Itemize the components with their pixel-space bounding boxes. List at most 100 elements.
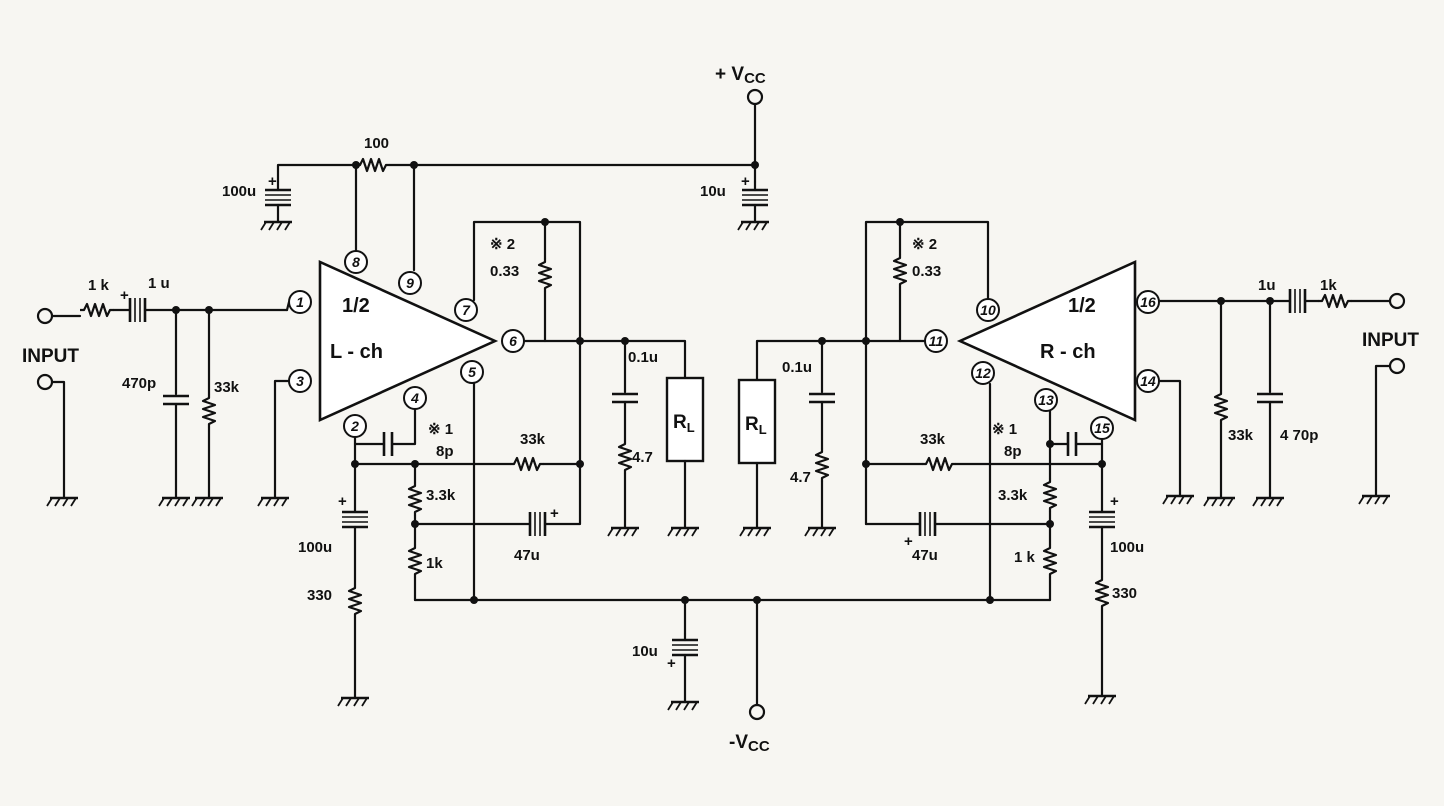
svg-text:2: 2: [350, 418, 359, 434]
svg-text:+: +: [338, 493, 347, 510]
svg-text:3: 3: [296, 373, 304, 389]
amp-right-channel: R - ch: [1040, 341, 1096, 363]
input-left-ground-terminal: [36, 373, 54, 391]
c47u-right-label: 47u: [912, 547, 938, 564]
c10u-bot-label: 10u: [632, 643, 658, 660]
r3k3-left-label: 3.3k: [426, 487, 456, 504]
svg-text:4: 4: [410, 390, 419, 406]
vcc-neg-label: -VCC: [729, 732, 770, 755]
svg-text:+: +: [550, 505, 559, 522]
svg-text:12: 12: [975, 365, 991, 381]
pin-10: 10: [976, 298, 1000, 322]
c100u-right-label: 100u: [1110, 539, 1144, 556]
pin-11: 11: [924, 329, 948, 353]
input-left-label: INPUT: [22, 346, 79, 367]
input-left-terminal: [36, 307, 54, 325]
svg-text:5: 5: [468, 364, 476, 380]
pin-1: 1: [288, 290, 312, 314]
r33k-fb-left-label: 33k: [520, 431, 546, 448]
c10u-top-label: 10u: [700, 183, 726, 200]
svg-text:+: +: [667, 655, 676, 672]
c8p-left-label: 8p: [436, 443, 454, 460]
r47-left-label: 4.7: [632, 449, 653, 466]
svg-text:+: +: [741, 173, 750, 190]
c47u-left-label: 47u: [514, 547, 540, 564]
svg-text:7: 7: [462, 302, 471, 318]
r033-left-label: 0.33: [490, 263, 519, 280]
note2-left: ※ 2: [490, 236, 515, 253]
c1u-in-right-label: 1u: [1258, 277, 1276, 294]
vcc-pos-label: + VCC: [715, 64, 766, 87]
amp-left-triangle: [318, 259, 499, 423]
c8p-right-label: 8p: [1004, 443, 1022, 460]
pin-7: 7: [454, 298, 478, 322]
pin-13: 13: [1034, 388, 1058, 412]
input-right-label: INPUT: [1362, 330, 1419, 351]
svg-text:11: 11: [929, 333, 944, 349]
r47-right-label: 4.7: [790, 469, 811, 486]
amp-right-fraction: 1/2: [1068, 295, 1096, 317]
pin-12: 12: [971, 361, 995, 385]
pin-15: 15: [1090, 416, 1114, 440]
vcc-pos-terminal: [746, 88, 764, 106]
pin-2: 2: [343, 414, 367, 438]
r33k-in-left-label: 33k: [214, 379, 240, 396]
note2-right: ※ 2: [912, 236, 937, 253]
c01u-left-label: 0.1u: [628, 349, 658, 366]
svg-text:9: 9: [406, 275, 414, 291]
c01u-right-label: 0.1u: [782, 359, 812, 376]
r1k-left-label: 1k: [426, 555, 443, 572]
amp-right-triangle: [956, 259, 1137, 423]
pin-3: 3: [288, 369, 312, 393]
r3k3-right-label: 3.3k: [998, 487, 1028, 504]
svg-text:+: +: [1110, 493, 1119, 510]
r100-label: 100: [364, 135, 389, 152]
note1-left: ※ 1: [428, 421, 453, 438]
amp-left-channel: L - ch: [330, 341, 383, 363]
pin-8: 8: [344, 250, 368, 274]
pin-5: 5: [460, 360, 484, 384]
note1-right: ※ 1: [992, 421, 1017, 438]
svg-text:1: 1: [296, 294, 304, 310]
svg-text:13: 13: [1038, 392, 1054, 408]
r1k-in-right-label: 1k: [1320, 277, 1337, 294]
svg-text:+: +: [268, 173, 277, 190]
right-channel: 1/2 R - ch 10 11 16 14 12 13 15 INPUT 1k…: [737, 218, 1419, 706]
svg-text:10: 10: [980, 302, 996, 318]
left-channel: 1/2 L - ch 8 9 7 6 1 3 5 4 2 INPUT 1 k 1…: [22, 218, 705, 708]
svg-text:14: 14: [1140, 373, 1156, 389]
load-right: [737, 378, 777, 465]
pin-4: 4: [403, 386, 427, 410]
r1k-in-left-label: 1 k: [88, 277, 110, 294]
positive-supply: + VCC 100u 100 10u + +: [222, 64, 771, 272]
load-left: [665, 376, 705, 463]
r330-left-label: 330: [307, 587, 332, 604]
r033-right-label: 0.33: [912, 263, 941, 280]
svg-text:+: +: [120, 287, 129, 304]
r33k-fb-right-label: 33k: [920, 431, 946, 448]
r33k-in-right-label: 33k: [1228, 427, 1254, 444]
svg-text:8: 8: [352, 254, 360, 270]
amp-left-fraction: 1/2: [342, 295, 370, 317]
load-right-label: RL: [745, 414, 767, 437]
svg-text:+: +: [904, 533, 913, 550]
vcc-neg-terminal: [748, 703, 766, 721]
c470p-left-label: 470p: [122, 375, 156, 392]
svg-text:15: 15: [1094, 420, 1110, 436]
svg-text:6: 6: [509, 333, 517, 349]
pin-14: 14: [1136, 369, 1160, 393]
negative-supply: 10u + -VCC: [413, 596, 1052, 755]
c1u-in-left-label: 1 u: [148, 275, 170, 292]
pin-9: 9: [398, 271, 422, 295]
input-right-terminal: [1388, 292, 1406, 310]
c100u-left-label: 100u: [298, 539, 332, 556]
svg-text:16: 16: [1140, 294, 1156, 310]
input-right-ground-terminal: [1388, 357, 1406, 375]
r330-right-label: 330: [1112, 585, 1137, 602]
pin-6: 6: [501, 329, 525, 353]
c470p-right-label: 4 70p: [1280, 427, 1318, 444]
load-left-label: RL: [673, 412, 695, 435]
pin-16: 16: [1136, 290, 1160, 314]
c100u-top-label: 100u: [222, 183, 256, 200]
